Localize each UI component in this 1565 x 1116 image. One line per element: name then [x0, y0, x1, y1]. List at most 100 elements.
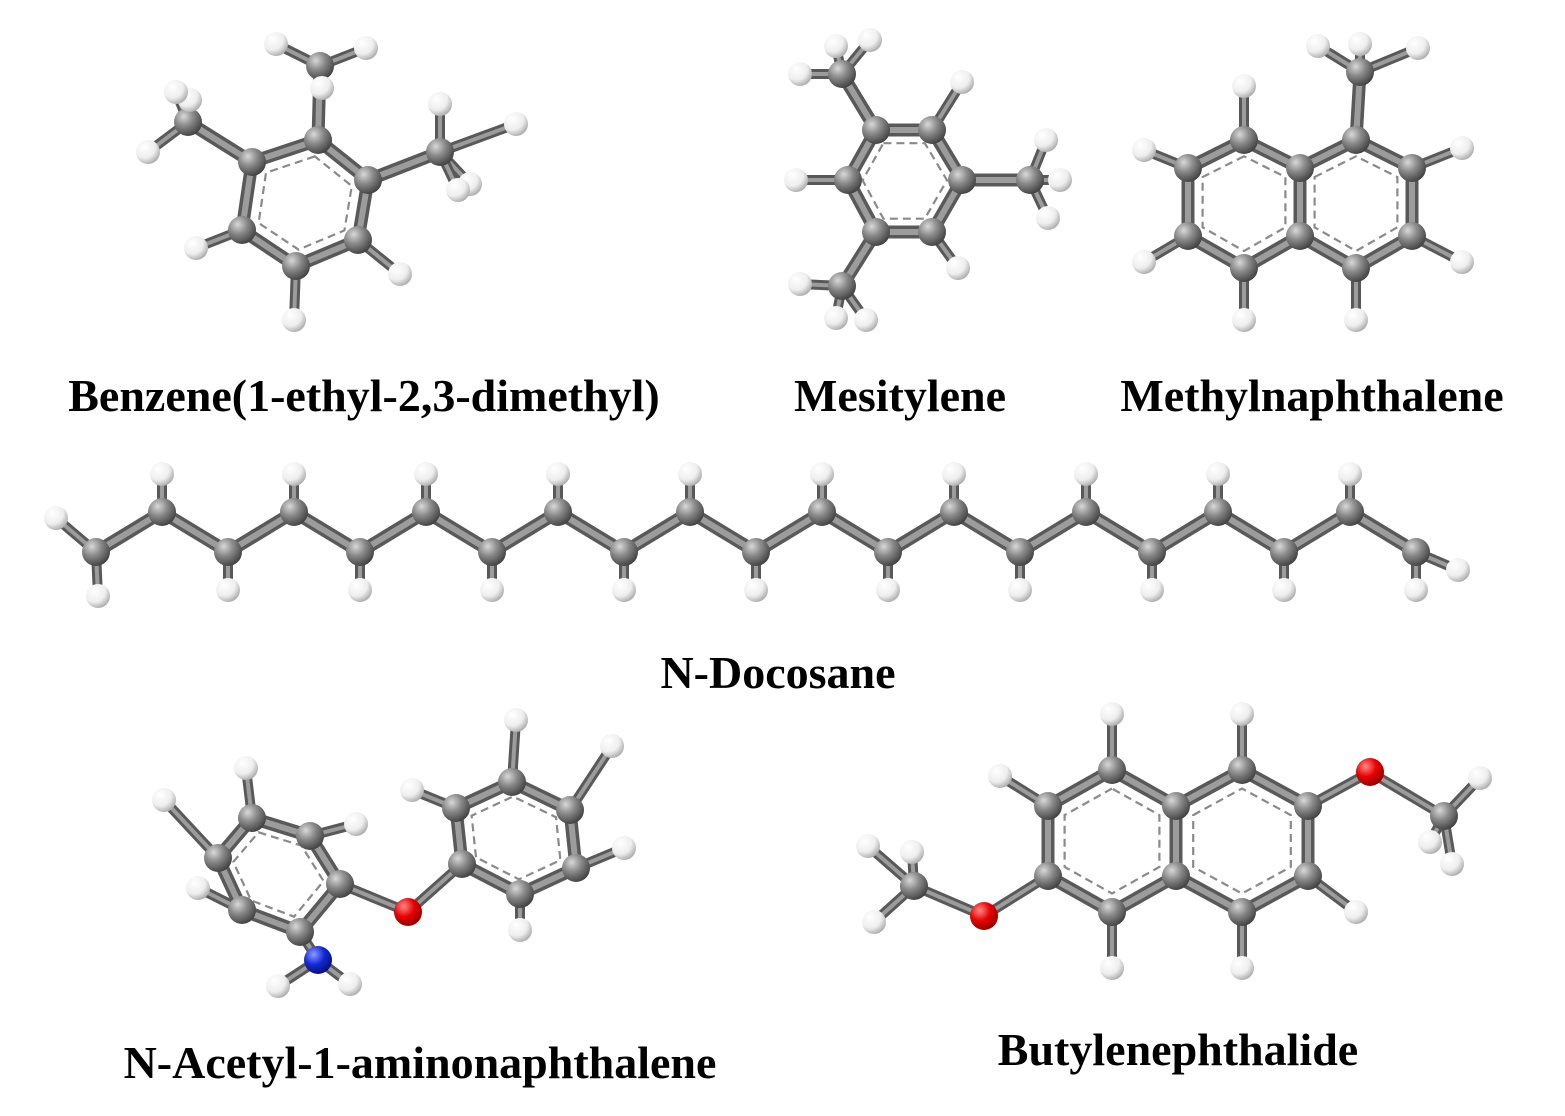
n-acetyl-1-aminonaphthalene-atom-carbon — [498, 768, 526, 796]
n-acetyl-1-aminonaphthalene-atom-hydrogen — [504, 708, 528, 732]
methylnaphthalene-atom-hydrogen — [1132, 250, 1156, 274]
n-acetyl-1-aminonaphthalene-atom-carbon — [296, 822, 324, 850]
mesitylene-atom-carbon — [1016, 166, 1044, 194]
butylenephthalide-atom-hydrogen — [1100, 956, 1124, 980]
n-acetyl-1-aminonaphthalene-aromatic-ring — [470, 795, 562, 881]
methylnaphthalene-atom-carbon — [1286, 222, 1314, 250]
n-docosane-atom-carbon — [346, 538, 374, 566]
n-acetyl-1-aminonaphthalene-atom-carbon — [238, 804, 266, 832]
butylenephthalide-atom-carbon — [900, 872, 928, 900]
mesitylene-atom-carbon — [828, 60, 856, 88]
butylenephthalide-atom-carbon — [1034, 792, 1062, 820]
butylenephthalide-atom-carbon — [1228, 756, 1256, 784]
n-docosane-atom-hydrogen — [1338, 462, 1362, 486]
methylnaphthalene-atom-hydrogen — [1348, 32, 1372, 56]
n-docosane-atom-hydrogen — [1404, 578, 1428, 602]
n-docosane-atom-carbon — [148, 498, 176, 526]
n-docosane-atom-hydrogen — [810, 462, 834, 486]
butylenephthalide-atom-hydrogen — [1418, 830, 1442, 854]
n-acetyl-1-aminonaphthalene-atom-hydrogen — [152, 788, 176, 812]
methylnaphthalene-atom-carbon — [1230, 254, 1258, 282]
n-docosane-atom-carbon — [280, 498, 308, 526]
benzene-1-ethyl-2-3-dimethyl-atom-carbon — [238, 148, 266, 176]
butylenephthalide-atom-carbon — [1294, 792, 1322, 820]
methylnaphthalene-atom-hydrogen — [1450, 250, 1474, 274]
methylnaphthalene-atom-carbon — [1174, 154, 1202, 182]
mesitylene-atom-carbon — [948, 166, 976, 194]
mesitylene-atom-hydrogen — [950, 70, 974, 94]
mesitylene-atom-hydrogen — [1048, 168, 1072, 192]
n-docosane-atom-hydrogen — [1206, 462, 1230, 486]
n-docosane-atom-hydrogen — [678, 462, 702, 486]
mesitylene-atom-hydrogen — [824, 306, 848, 330]
butylenephthalide-atom-hydrogen — [1230, 702, 1254, 726]
n-docosane-atom-hydrogen — [1272, 578, 1296, 602]
mesitylene-atom-hydrogen — [854, 308, 878, 332]
n-acetyl-1-aminonaphthalene-atom-oxygen — [394, 898, 422, 926]
n-acetyl-1-aminonaphthalene-atom-carbon — [556, 796, 584, 824]
mesitylene-atom-carbon — [828, 272, 856, 300]
benzene-1-ethyl-2-3-dimethyl-atom-hydrogen — [504, 112, 528, 136]
label-benzene-1-ethyl-2-3-dimethyl: Benzene(1-ethyl-2,3-dimethyl) — [68, 370, 660, 421]
butylenephthalide-atom-hydrogen — [1100, 702, 1124, 726]
n-docosane-atom-hydrogen — [1140, 578, 1164, 602]
benzene-1-ethyl-2-3-dimethyl-atom-carbon — [426, 138, 454, 166]
butylenephthalide-atom-hydrogen — [1440, 852, 1464, 876]
methylnaphthalene-atom-hydrogen — [1450, 136, 1474, 160]
mesitylene-atom-carbon — [862, 218, 890, 246]
benzene-1-ethyl-2-3-dimethyl-atom-carbon — [304, 126, 332, 154]
n-acetyl-1-aminonaphthalene-atom-carbon — [442, 794, 470, 822]
methylnaphthalene-atom-hydrogen — [1306, 34, 1330, 58]
n-docosane-atom-carbon — [1402, 538, 1430, 566]
n-docosane-atom-hydrogen — [1074, 462, 1098, 486]
butylenephthalide-atom-carbon — [1162, 862, 1190, 890]
n-docosane-atom-hydrogen — [348, 578, 372, 602]
butylenephthalide-atom-carbon — [1228, 898, 1256, 926]
n-docosane-atom-carbon — [1138, 538, 1166, 566]
benzene-1-ethyl-2-3-dimethyl-atom-carbon — [354, 166, 382, 194]
benzene-1-ethyl-2-3-dimethyl-atom-carbon — [306, 52, 334, 80]
n-docosane-atom-carbon — [1072, 498, 1100, 526]
n-docosane-atom-carbon — [544, 498, 572, 526]
benzene-1-ethyl-2-3-dimethyl-atom-hydrogen — [428, 92, 452, 116]
methylnaphthalene-atom-carbon — [1346, 58, 1374, 86]
n-docosane-atom-carbon — [82, 538, 110, 566]
benzene-1-ethyl-2-3-dimethyl-atom-hydrogen — [264, 32, 288, 56]
methylnaphthalene-atom-carbon — [1230, 126, 1258, 154]
n-docosane-atom-carbon — [610, 538, 638, 566]
butylenephthalide-atom-oxygen — [1356, 758, 1384, 786]
n-docosane-atom-carbon — [1270, 538, 1298, 566]
butylenephthalide-aromatic-ring — [1063, 787, 1161, 895]
methylnaphthalene-atom-hydrogen — [1406, 36, 1430, 60]
n-acetyl-1-aminonaphthalene-atom-hydrogen — [266, 974, 290, 998]
n-docosane-atom-hydrogen — [1446, 558, 1470, 582]
n-docosane-atom-carbon — [412, 498, 440, 526]
benzene-1-ethyl-2-3-dimethyl-atom-hydrogen — [184, 236, 208, 260]
methylnaphthalene-atom-hydrogen — [1132, 138, 1156, 162]
n-docosane-atom-hydrogen — [282, 462, 306, 486]
n-acetyl-1-aminonaphthalene-atom-hydrogen — [186, 876, 210, 900]
n-docosane-atom-hydrogen — [942, 462, 966, 486]
n-docosane-atom-carbon — [676, 498, 704, 526]
mesitylene-atom-hydrogen — [858, 28, 882, 52]
butylenephthalide-atom-hydrogen — [1344, 900, 1368, 924]
benzene-1-ethyl-2-3-dimethyl-atom-hydrogen — [310, 76, 334, 100]
n-docosane-atom-hydrogen — [876, 578, 900, 602]
mesitylene-atom-carbon — [834, 166, 862, 194]
benzene-1-ethyl-2-3-dimethyl-atom-carbon — [282, 252, 310, 280]
benzene-1-ethyl-2-3-dimethyl-atom-hydrogen — [136, 140, 160, 164]
mesitylene-atom-hydrogen — [1034, 128, 1058, 152]
n-acetyl-1-aminonaphthalene-atom-hydrogen — [234, 756, 258, 780]
n-acetyl-1-aminonaphthalene-atom-hydrogen — [338, 972, 362, 996]
methylnaphthalene-atom-carbon — [1286, 154, 1314, 182]
mesitylene-atom-hydrogen — [788, 62, 812, 86]
benzene-1-ethyl-2-3-dimethyl-atom-hydrogen — [282, 308, 306, 332]
label-butylenephthalide: Butylenephthalide — [997, 1024, 1359, 1075]
methylnaphthalene-atom-carbon — [1342, 126, 1370, 154]
benzene-1-ethyl-2-3-dimethyl-atom-carbon — [344, 226, 372, 254]
n-acetyl-1-aminonaphthalene-atom-carbon — [204, 844, 232, 872]
n-acetyl-1-aminonaphthalene-atom-carbon — [228, 896, 256, 924]
butylenephthalide-atom-carbon — [1098, 898, 1126, 926]
n-docosane-atom-carbon — [1336, 498, 1364, 526]
butylenephthalide-atom-hydrogen — [988, 764, 1012, 788]
